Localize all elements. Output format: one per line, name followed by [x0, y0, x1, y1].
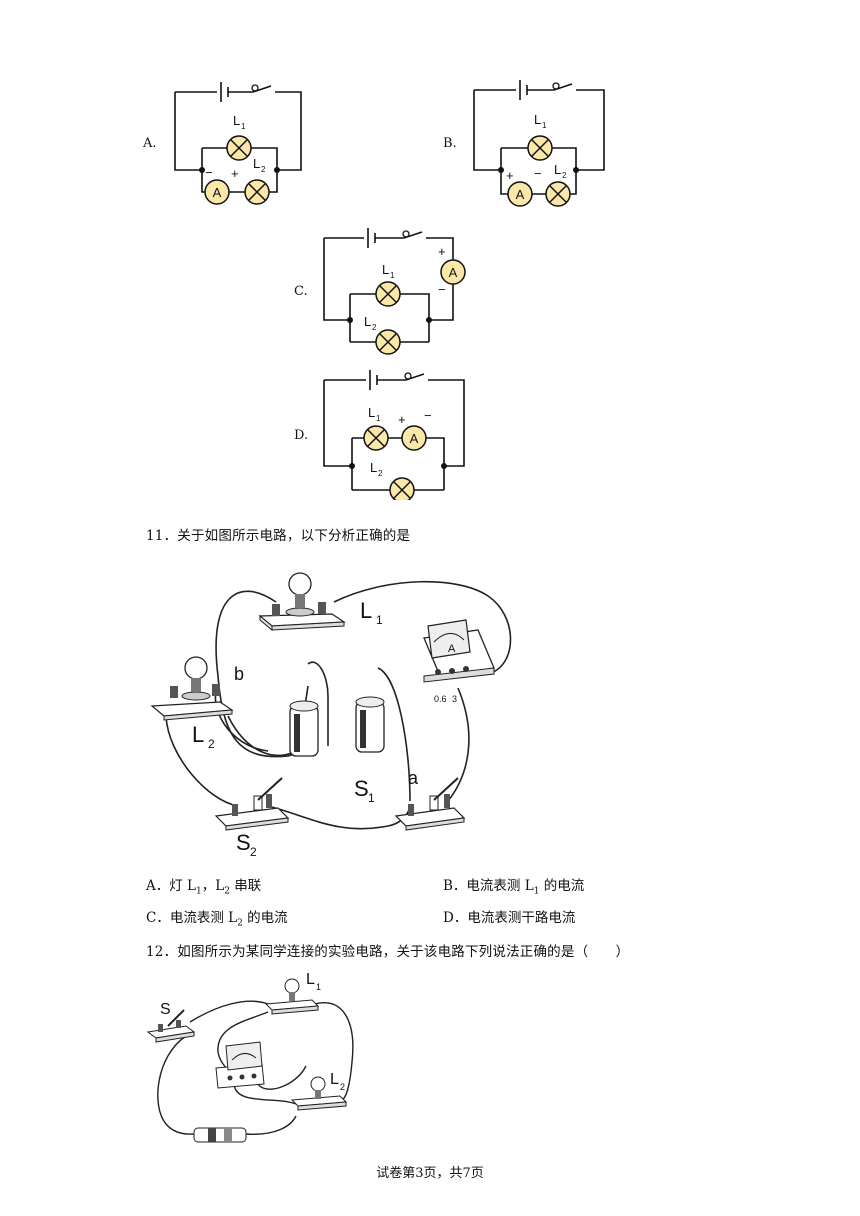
svg-text:A: A — [410, 431, 419, 446]
ammeter-icon: A — [401, 425, 427, 451]
circuit-photo-q12: S L 1 L 2 — [146, 971, 354, 1143]
svg-text:S: S — [160, 1001, 171, 1018]
svg-text:−: − — [534, 166, 542, 181]
battery-icon — [289, 700, 319, 757]
q11-choice-d[interactable]: D．电流表测干路电流 — [443, 910, 576, 926]
lamp-l2-board — [150, 656, 234, 721]
lamp-icon — [363, 425, 389, 451]
svg-text:2: 2 — [378, 469, 383, 478]
lamp-icon — [375, 281, 401, 307]
lamp-icon — [389, 477, 415, 500]
svg-text:1: 1 — [390, 271, 395, 280]
svg-text:1: 1 — [376, 414, 381, 423]
svg-text:−: − — [205, 165, 213, 180]
ammeter-icon: A — [440, 259, 466, 285]
lamp-l1-board — [264, 978, 320, 1015]
svg-text:L: L — [306, 971, 315, 988]
svg-text:2: 2 — [562, 171, 567, 180]
ammeter-icon: A 0.6 3 — [423, 619, 495, 704]
option-b-label: B. — [443, 136, 457, 151]
q11-choice-c[interactable]: C．电流表测 L2 的电流 — [146, 910, 288, 929]
svg-text:3: 3 — [452, 694, 457, 704]
lamp-icon — [244, 179, 270, 205]
svg-text:2: 2 — [250, 845, 257, 859]
svg-text:1: 1 — [368, 791, 375, 805]
svg-text:+: + — [438, 244, 446, 259]
svg-text:1: 1 — [241, 122, 246, 131]
ammeter-icon: A — [507, 181, 533, 207]
svg-text:+: + — [398, 412, 406, 427]
svg-text:+: + — [506, 168, 514, 183]
svg-text:1: 1 — [316, 982, 321, 992]
svg-text:−: − — [438, 282, 446, 297]
q11-choice-a[interactable]: A．灯 L1，L2 串联 — [146, 878, 262, 897]
option-d-label: D. — [294, 428, 309, 443]
battery-icon — [355, 696, 385, 753]
question-12-stem: 12．如图所示为某同学连接的实验电路，关于该电路下列说法正确的是（ ） — [146, 944, 630, 960]
svg-text:L: L — [253, 156, 260, 171]
lamp-icon — [545, 181, 571, 207]
battery-icon — [193, 1127, 247, 1143]
q11-choice-b[interactable]: B．电流表测 L1 的电流 — [443, 878, 585, 897]
svg-text:L: L — [554, 162, 561, 177]
svg-text:L: L — [368, 405, 375, 420]
svg-text:L: L — [534, 112, 541, 127]
switch-s — [146, 1009, 196, 1043]
svg-text:S: S — [236, 830, 251, 855]
circuit-photo-q11: A 0.6 3 L 1 L 2 b a S 1 S 2 — [150, 572, 512, 859]
circuit-diagram-a: A L 1 L 2 − + — [174, 82, 302, 205]
svg-text:A: A — [516, 187, 525, 202]
option-c-label: C. — [294, 284, 308, 299]
question-11-stem: 11．关于如图所示电路，以下分析正确的是 — [146, 528, 411, 544]
svg-text:2: 2 — [261, 165, 266, 174]
svg-text:2: 2 — [340, 1082, 345, 1092]
svg-text:L: L — [330, 1071, 339, 1088]
circuit-diagram-b: A L 1 L 2 + − — [473, 80, 605, 207]
switch-s1 — [394, 777, 466, 831]
lamp-l1-board — [258, 572, 346, 632]
svg-text:L: L — [360, 598, 372, 623]
svg-text:1: 1 — [376, 613, 383, 627]
svg-text:L: L — [192, 722, 204, 747]
lamp-icon — [527, 135, 553, 161]
svg-text:S: S — [354, 776, 369, 801]
svg-text:L: L — [364, 314, 371, 329]
ammeter-icon: A — [204, 179, 230, 205]
svg-text:2: 2 — [208, 737, 215, 751]
svg-text:L: L — [233, 113, 240, 128]
circuit-diagram-c: A L 1 L 2 + − — [323, 228, 466, 355]
option-a-label: A. — [143, 136, 157, 151]
svg-text:L: L — [370, 460, 377, 475]
switch-s2 — [214, 777, 290, 831]
lamp-l2-board — [290, 1076, 348, 1111]
svg-text:0.6: 0.6 — [434, 694, 447, 704]
svg-text:a: a — [408, 768, 419, 788]
svg-text:A: A — [448, 643, 456, 655]
lamp-icon — [226, 135, 252, 161]
svg-text:+: + — [231, 166, 239, 181]
circuit-diagram-d: A L 1 + − L 2 — [323, 370, 465, 500]
lamp-icon — [375, 329, 401, 355]
page-footer: 试卷第3页，共7页 — [376, 1166, 484, 1181]
ammeter-icon — [215, 1041, 265, 1089]
svg-text:L: L — [382, 262, 389, 277]
svg-text:A: A — [449, 265, 458, 280]
svg-text:A: A — [213, 185, 222, 200]
svg-text:−: − — [424, 408, 432, 423]
svg-text:b: b — [234, 664, 244, 684]
svg-text:2: 2 — [372, 323, 377, 332]
svg-text:1: 1 — [542, 121, 547, 130]
